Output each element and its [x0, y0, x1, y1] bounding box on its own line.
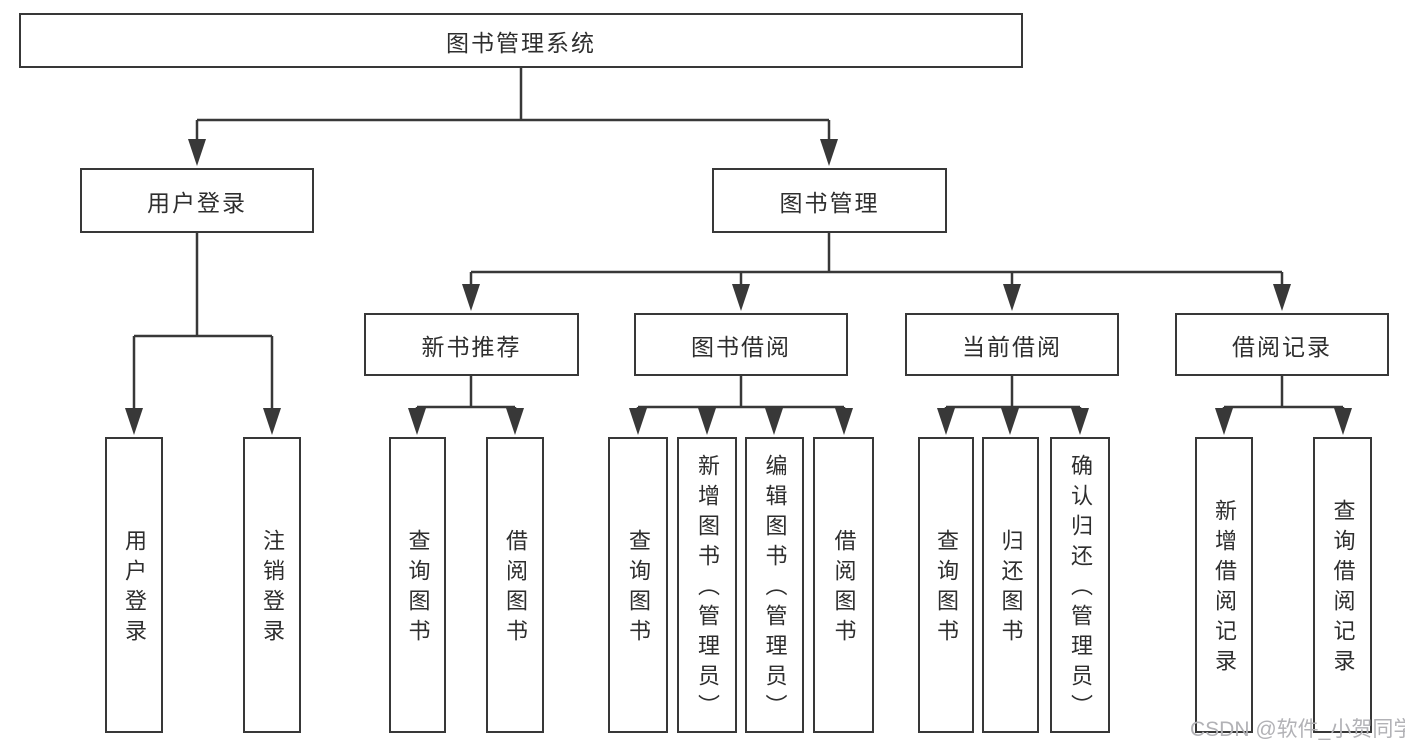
leaf-borrow-add-books-admin: 新增图书（管理员） [677, 437, 737, 733]
connector-new-book-children [408, 376, 524, 435]
node-new-book-recommend-label: 新书推荐 [421, 333, 522, 360]
connector-current-borrow-children [937, 376, 1089, 435]
leaf-logout-label: 注销登录 [260, 529, 285, 649]
node-root: 图书管理系统 [19, 13, 1023, 68]
leaf-borrow-edit-books-admin-label: 编辑图书（管理员） [762, 454, 788, 724]
leaf-newbook-borrow-books-label: 借阅图书 [503, 529, 528, 649]
leaf-current-return-books-label: 归还图书 [998, 529, 1024, 649]
leaf-newbook-query-books-label: 查询图书 [405, 529, 431, 649]
node-book-borrow: 图书借阅 [634, 313, 848, 376]
connector-root-to-level2 [188, 68, 838, 166]
leaf-current-confirm-return-admin: 确认归还（管理员） [1050, 437, 1110, 733]
leaf-record-add-borrow-record: 新增借阅记录 [1195, 437, 1253, 733]
leaf-current-query-books: 查询图书 [918, 437, 974, 733]
node-book-management: 图书管理 [712, 168, 947, 233]
connector-user-login-children [125, 233, 281, 435]
leaf-borrow-borrow-books-label: 借阅图书 [831, 529, 857, 649]
node-user-login-label: 用户登录 [147, 189, 247, 216]
leaf-borrow-query-books: 查询图书 [608, 437, 668, 733]
leaf-user-login-label: 用户登录 [122, 529, 147, 649]
leaf-record-query-borrow-record-label: 查询借阅记录 [1330, 499, 1356, 679]
leaf-newbook-query-books: 查询图书 [389, 437, 446, 733]
leaf-current-return-books: 归还图书 [982, 437, 1039, 733]
node-current-borrow: 当前借阅 [905, 313, 1119, 376]
leaf-logout: 注销登录 [243, 437, 301, 733]
watermark: CSDN @软件_小贺同学 [1190, 718, 1405, 741]
node-borrow-record-label: 借阅记录 [1232, 333, 1332, 360]
node-root-label: 图书管理系统 [446, 29, 596, 56]
connector-book-borrow-children [629, 376, 853, 435]
node-borrow-record: 借阅记录 [1175, 313, 1389, 376]
leaf-borrow-borrow-books: 借阅图书 [813, 437, 874, 733]
node-current-borrow-label: 当前借阅 [962, 333, 1062, 360]
connector-book-management-children [462, 233, 1291, 311]
node-user-login: 用户登录 [80, 168, 314, 233]
leaf-current-query-books-label: 查询图书 [934, 529, 959, 649]
leaf-record-query-borrow-record: 查询借阅记录 [1313, 437, 1372, 733]
leaf-current-confirm-return-admin-label: 确认归还（管理员） [1068, 454, 1093, 724]
node-new-book-recommend: 新书推荐 [364, 313, 579, 376]
node-book-management-label: 图书管理 [779, 189, 880, 216]
leaf-user-login: 用户登录 [105, 437, 163, 733]
leaf-newbook-borrow-books: 借阅图书 [486, 437, 544, 733]
leaf-borrow-query-books-label: 查询图书 [626, 529, 651, 649]
connector-borrow-record-children [1215, 376, 1352, 435]
leaf-record-add-borrow-record-label: 新增借阅记录 [1212, 499, 1237, 679]
node-book-borrow-label: 图书借阅 [691, 333, 791, 360]
leaf-borrow-edit-books-admin: 编辑图书（管理员） [745, 437, 804, 733]
leaf-borrow-add-books-admin-label: 新增图书（管理员） [695, 454, 720, 724]
